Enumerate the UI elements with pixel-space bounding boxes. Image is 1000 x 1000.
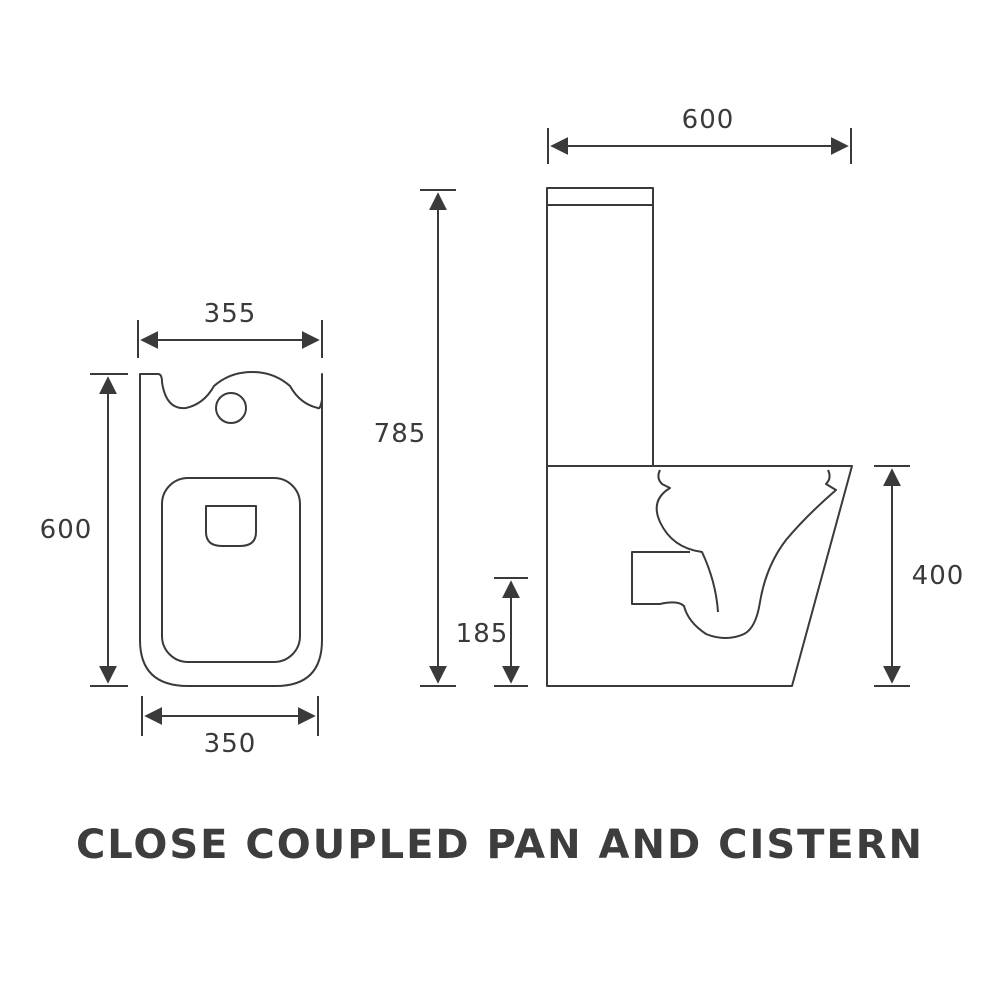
dim-label-400: 400 — [912, 561, 965, 591]
dim-label-785: 785 — [374, 419, 427, 449]
dim-label-600-depth: 600 — [40, 515, 93, 545]
bowl-interior — [631, 469, 837, 639]
dimension-top-width: 355 — [137, 299, 323, 358]
dim-label-350: 350 — [204, 729, 257, 759]
dimension-top-depth: 600 — [40, 373, 128, 687]
dimension-total-height: 785 — [374, 189, 456, 687]
dimension-pan-height: 400 — [874, 465, 965, 687]
top-view-outline — [139, 371, 323, 687]
flush-hole — [215, 392, 247, 424]
dimension-side-length: 600 — [547, 105, 852, 164]
dim-label-185: 185 — [456, 619, 509, 649]
bowl-opening — [205, 505, 257, 547]
pan-outline — [546, 465, 853, 687]
dim-label-355: 355 — [204, 299, 257, 329]
top-view — [139, 371, 323, 687]
dimension-outlet-height: 185 — [456, 577, 528, 687]
side-view — [546, 187, 853, 687]
seat-outline — [161, 477, 301, 663]
cistern — [546, 187, 654, 467]
dimension-bottom-width: 350 — [141, 696, 319, 759]
diagram-title: CLOSE COUPLED PAN AND CISTERN — [75, 822, 925, 868]
dim-label-600-length: 600 — [682, 105, 735, 135]
